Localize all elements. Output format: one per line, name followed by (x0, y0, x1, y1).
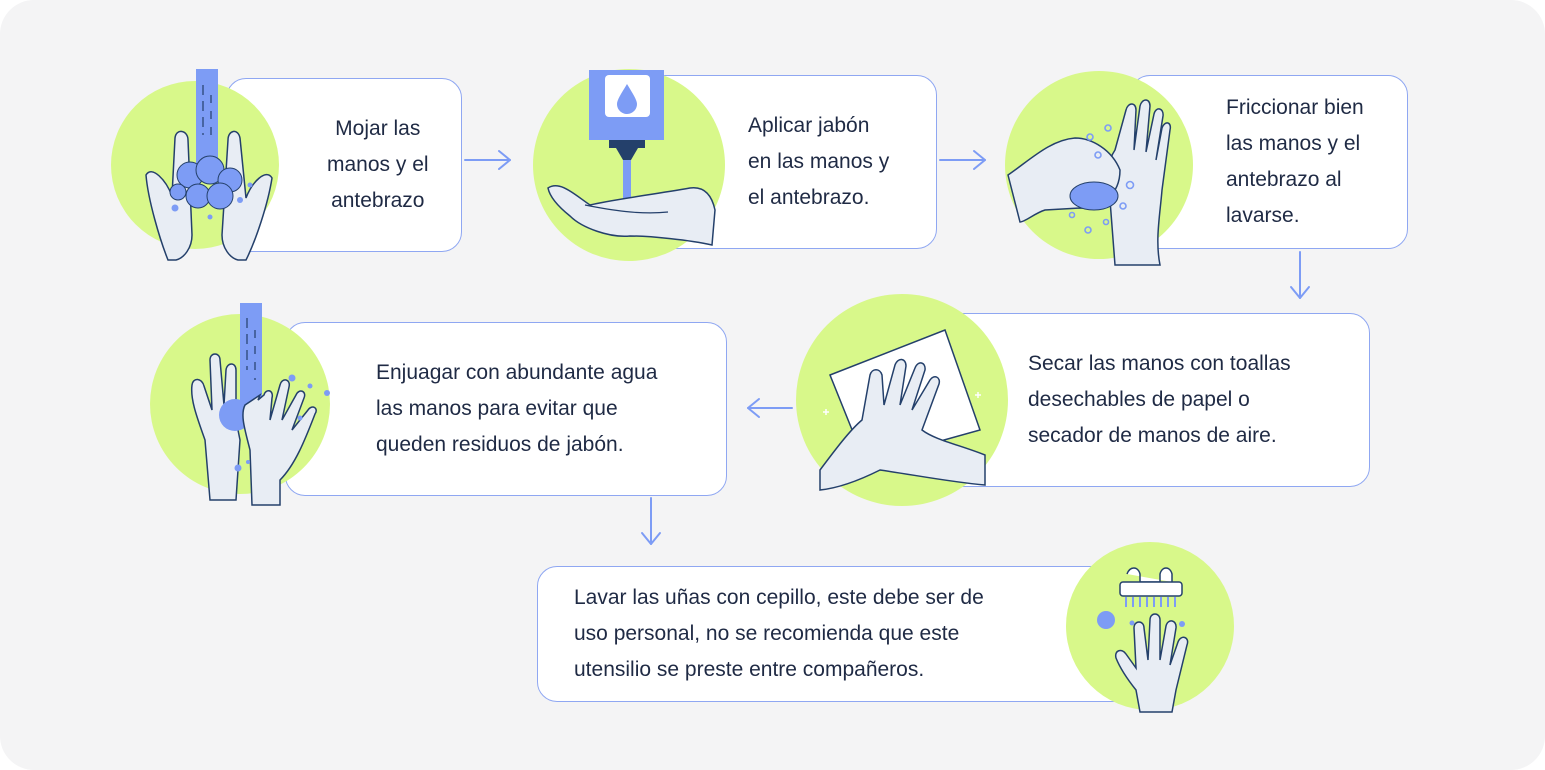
arrow-down-2 (641, 497, 661, 545)
arrow-down-1 (1290, 251, 1310, 299)
step-box-6: Lavar las uñas con cepillo, este debe se… (537, 566, 1157, 702)
arrow-right-2 (939, 150, 986, 170)
step-1-text: Mojar las manos y el antebrazo (327, 117, 429, 212)
step-4-text: Secar las manos con toallas desechables … (1028, 352, 1291, 447)
step-box-5: Enjuagar con abundante agua las manos pa… (285, 322, 727, 496)
step-6-text: Lavar las uñas con cepillo, este debe se… (574, 586, 984, 681)
step-2-text: Aplicar jabón en las manos y el antebraz… (748, 114, 890, 209)
step-3-text: Friccionar bien las manos y el antebrazo… (1226, 96, 1364, 227)
paper-towel-icon (796, 294, 1008, 506)
wet-hands-icon (111, 69, 279, 261)
soap-dispenser-icon (533, 69, 725, 261)
rub-hands-icon (1005, 71, 1193, 266)
nail-brush-icon (1066, 542, 1234, 713)
step-5-text: Enjuagar con abundante agua las manos pa… (376, 361, 658, 456)
rinse-hands-icon (150, 303, 330, 506)
step-box-3: Friccionar bien las manos y el antebrazo… (1130, 75, 1408, 249)
arrow-right-1 (464, 150, 511, 170)
arrow-left-1 (747, 398, 793, 418)
